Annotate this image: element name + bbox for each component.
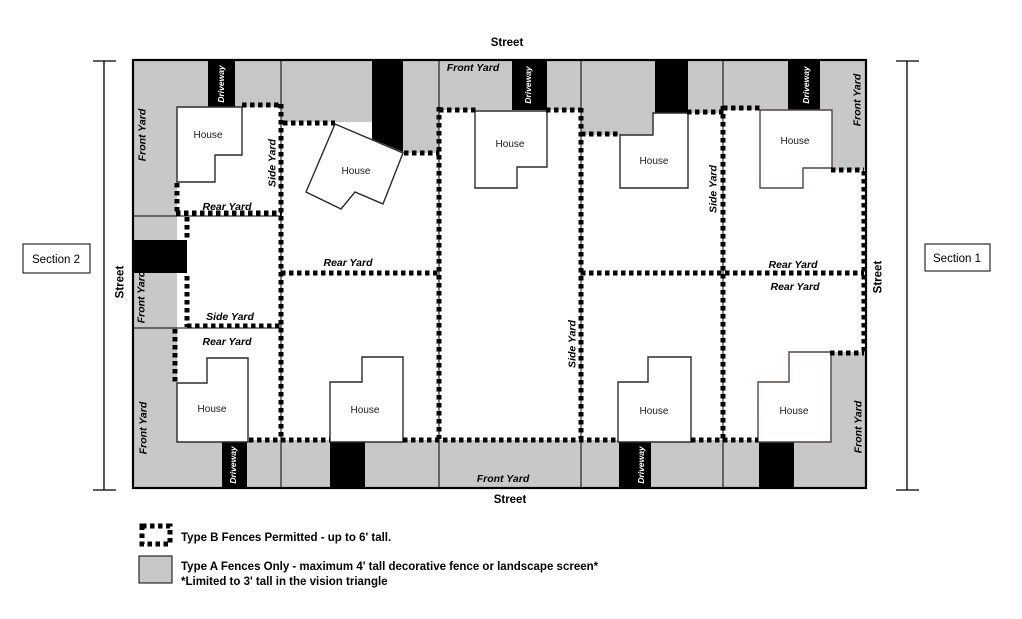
house-label-lot4-bottom: House <box>640 406 669 417</box>
front-yard-label-mid-left: Front Yard <box>136 270 148 323</box>
house-label-top-right: House <box>781 136 810 147</box>
house-bottom-left <box>176 357 249 443</box>
house-top-right <box>759 109 833 189</box>
driveway-center-top <box>512 60 547 110</box>
front-yard-label-top-center: Front Yard <box>447 62 500 74</box>
type-a-area-top-right-lot <box>723 60 866 170</box>
type-a-area-top-left-lot <box>133 60 281 216</box>
section-2-box <box>22 243 91 274</box>
driveway-mid-left <box>133 240 187 273</box>
type-a-legend-note: *Limited to 3' tall in the vision triang… <box>181 576 388 588</box>
house-label-top-left: House <box>194 130 223 141</box>
rear-yard-label-top-left: Rear Yard <box>202 201 252 213</box>
house-lot2-rotated <box>305 123 404 210</box>
rear-yard-label-bottom-right: Rear Yard <box>770 281 820 293</box>
driveway-label-top-left: Driveway <box>216 64 226 103</box>
front-yard-label-bottom-right: Front Yard <box>853 400 865 453</box>
type-a-legend-label: Type A Fences Only - maximum 4' tall dec… <box>181 561 599 573</box>
driveway-lot2-bottom <box>330 442 365 488</box>
house-label-center-top: House <box>496 139 525 150</box>
section-2-label: Section 2 <box>32 254 80 266</box>
house-top-left <box>176 106 243 183</box>
driveways <box>133 60 820 488</box>
house-label-lot2-bottom: House <box>351 405 380 416</box>
rear-yard-label-top-right: Rear Yard <box>768 259 818 271</box>
side-yard-label-center: Side Yard <box>567 319 579 367</box>
house-label-lot4-top: House <box>640 156 669 167</box>
driveway-lot2-top <box>372 60 403 152</box>
house-label-bottom-left: House <box>198 404 227 415</box>
block-outline <box>131 58 868 490</box>
house-lot4-bottom <box>617 356 692 443</box>
front-yard-label-bottom-left: Front Yard <box>138 401 150 454</box>
legend: Type B Fences Permitted - up to 6' tall.… <box>138 523 599 588</box>
section-1-box <box>924 243 991 272</box>
house-label-lot2-top: House <box>342 166 371 177</box>
type-a-fence-legend-icon <box>138 555 173 584</box>
house-bottom-right <box>757 351 832 443</box>
type-b-fence-lines <box>172 102 867 443</box>
side-yard-label-mid-left: Side Yard <box>206 311 254 323</box>
house-lot2-bottom <box>329 356 404 443</box>
street-label-top: Street <box>491 37 524 49</box>
front-yard-label-top-right: Front Yard <box>852 73 864 126</box>
rear-yard-label-bottom-left: Rear Yard <box>202 336 252 348</box>
front-yard-label-bottom-center: Front Yard <box>477 473 530 485</box>
street-label-left: Street <box>115 266 127 299</box>
driveway-top-left <box>208 60 235 107</box>
side-yard-label-top-left: Side Yard <box>267 138 279 186</box>
section-1-label: Section 1 <box>933 253 981 265</box>
type-a-area-lot4-top <box>581 60 723 135</box>
houses <box>176 106 833 443</box>
type-b-fence-legend-icon <box>139 523 173 547</box>
street-label-right: Street <box>873 261 885 294</box>
driveway-bottom-right <box>759 442 794 488</box>
rear-yard-label-lot2: Rear Yard <box>323 257 373 269</box>
house-label-bottom-right: House <box>780 406 809 417</box>
driveway-lot4-bottom <box>619 442 651 488</box>
type-b-legend-label: Type B Fences Permitted - up to 6' tall. <box>181 532 391 544</box>
street-label-bottom: Street <box>494 494 527 506</box>
side-yard-label-lot4: Side Yard <box>708 164 720 212</box>
driveway-bottom-left <box>222 442 247 488</box>
type-a-area-center-top <box>439 60 581 110</box>
driveway-lot4-top <box>655 60 688 113</box>
section-brackets <box>93 60 919 491</box>
driveway-label-top-right: Driveway <box>801 65 811 104</box>
driveway-label-center-top: Driveway <box>523 65 533 104</box>
driveway-label-bottom-left: Driveway <box>228 445 238 484</box>
driveway-top-right <box>788 60 820 110</box>
front-yard-label-top-left: Front Yard <box>137 108 149 161</box>
driveway-label-lot4-bottom: Driveway <box>636 445 646 484</box>
